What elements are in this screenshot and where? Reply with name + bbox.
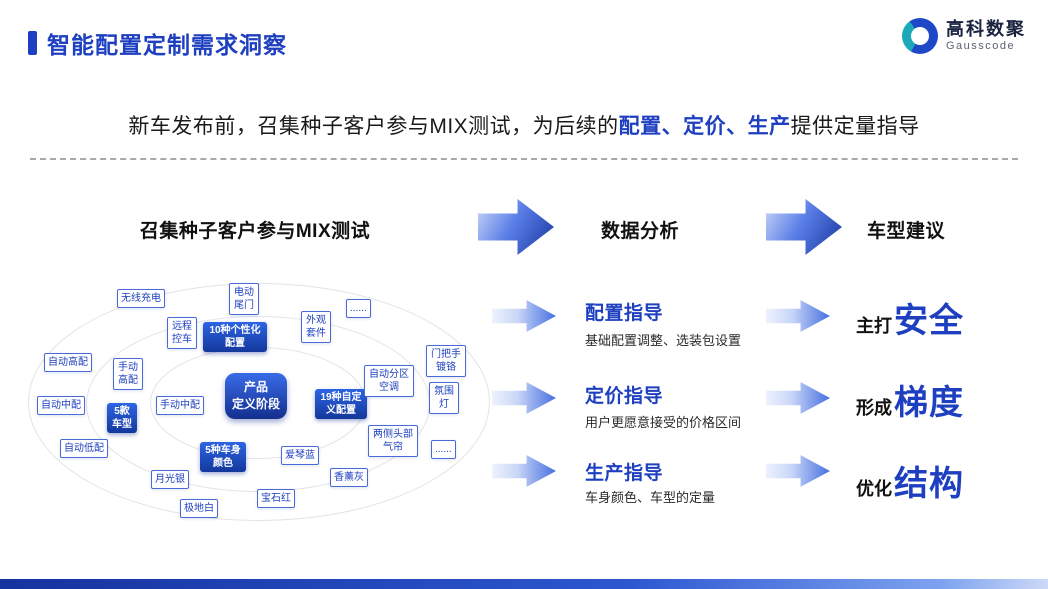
diagram-category-node: 10种个性化配置 — [203, 322, 267, 352]
suggestion-keyword: 结构 — [894, 465, 964, 503]
diagram-node: 电动尾门 — [229, 283, 259, 315]
diagram-ring-outer — [28, 283, 490, 521]
diagram-node: 宝石红 — [257, 489, 295, 508]
suggestion-row: 形成 梯度 — [835, 375, 985, 424]
diagram-node: 门把手镀铬 — [426, 345, 466, 377]
suggestion-row: 主打 安全 — [835, 293, 985, 342]
analysis-desc: 用户更愿意接受的价格区间 — [585, 415, 742, 430]
diagram-node: 自动中配 — [37, 396, 85, 415]
row-arrow-right-icon — [492, 300, 556, 332]
row-arrow-right-icon — [492, 382, 556, 414]
analysis-desc: 车身颜色、车型的定量 — [585, 490, 716, 505]
page-title-wrap: 智能配置定制需求洞察 — [28, 26, 287, 60]
diagram-node: 自动低配 — [60, 439, 108, 458]
diagram-node: 远程控车 — [167, 317, 197, 349]
diagram-node: ...... — [346, 299, 371, 318]
suggestion-keyword: 安全 — [894, 302, 964, 340]
diagram-node: ...... — [431, 440, 456, 459]
row-arrow-right-icon — [766, 455, 830, 487]
diagram-node: 爱琴蓝 — [281, 446, 319, 465]
suggestion-row: 优化 结构 — [835, 456, 985, 505]
subtitle-suffix: 提供定量指导 — [790, 115, 920, 138]
flow-step-1-title: 召集种子客户参与MIX测试 — [139, 221, 371, 242]
suggestion-prefix: 形成 — [856, 398, 892, 418]
logo-subname: Gausscode — [946, 40, 1016, 53]
suggestion-prefix: 主打 — [856, 316, 892, 336]
diagram-node: 自动高配 — [44, 353, 92, 372]
center-node-line2: 定义阶段 — [231, 397, 280, 411]
subtitle: 新车发布前，召集种子客户参与MIX测试，为后续的配置、定价、生产提供定量指导 — [0, 110, 1048, 140]
flow-arrow-right-icon — [478, 199, 554, 255]
company-logo: 高科数聚 Gausscode — [902, 18, 1026, 54]
diagram-center-node: 产品 定义阶段 — [225, 373, 287, 419]
center-node-line1: 产品 — [243, 380, 268, 395]
dashed-divider — [30, 158, 1018, 160]
analysis-desc: 基础配置调整、选装包设置 — [585, 333, 742, 348]
diagram-node: 月光银 — [151, 470, 189, 489]
analysis-title: 生产指导 — [585, 463, 664, 484]
analysis-title: 配置指导 — [585, 303, 664, 324]
flow-step-2-title: 数据分析 — [600, 221, 679, 242]
diagram-category-node: 19种自定义配置 — [315, 389, 367, 419]
page-title: 智能配置定制需求洞察 — [47, 32, 287, 58]
diagram-node: 两侧头部气帘 — [368, 425, 418, 457]
suggestion-keyword: 梯度 — [894, 384, 964, 422]
diagram-category-node: 5种车身颜色 — [200, 442, 246, 472]
diagram-node: 无线充电 — [117, 289, 165, 308]
gausscode-logo-icon — [902, 18, 938, 54]
row-arrow-right-icon — [766, 300, 830, 332]
subtitle-prefix: 新车发布前，召集种子客户参与MIX测试，为后续的 — [128, 115, 619, 138]
diagram-node: 氛围灯 — [429, 382, 459, 414]
diagram-category-node: 5款车型 — [107, 403, 137, 433]
suggestion-prefix: 优化 — [856, 479, 892, 499]
row-arrow-right-icon — [766, 382, 830, 414]
diagram-node: 香薰灰 — [330, 468, 368, 487]
subtitle-highlight: 配置、定价、生产 — [618, 115, 791, 138]
logo-name: 高科数聚 — [946, 19, 1026, 40]
bottom-accent-bar — [0, 579, 1048, 589]
diagram-node: 极地白 — [180, 499, 218, 518]
diagram-node: 自动分区空调 — [364, 365, 414, 397]
flow-step-3-title: 车型建议 — [866, 221, 945, 242]
logo-text: 高科数聚 Gausscode — [946, 19, 1026, 52]
row-arrow-right-icon — [492, 455, 556, 487]
title-marker — [28, 31, 37, 55]
diagram-node: 手动高配 — [113, 358, 143, 390]
diagram-node: 手动中配 — [156, 396, 204, 415]
diagram-node: 外观套件 — [301, 311, 331, 343]
flow-arrow-right-icon — [766, 199, 842, 255]
analysis-title: 定价指导 — [585, 386, 664, 407]
